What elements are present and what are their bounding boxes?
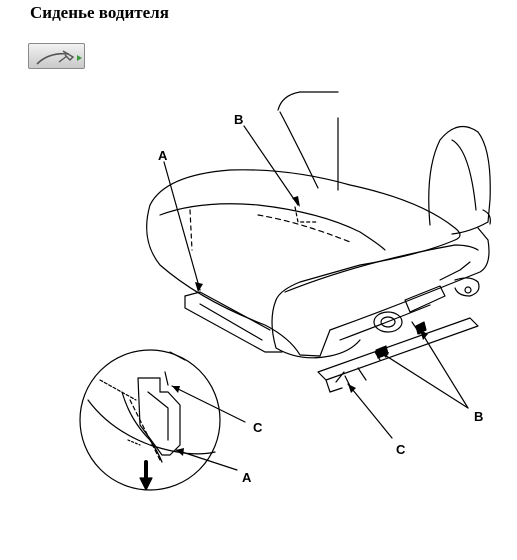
detail-inset (79, 349, 221, 491)
label-b-rail: B (474, 409, 483, 424)
leader-c-inset (171, 385, 246, 423)
floor-plate (184, 295, 283, 353)
tool-button[interactable] (28, 43, 85, 69)
leader-c-rail (347, 383, 393, 439)
seat-back-outline (277, 91, 339, 191)
label-a-inset: A (242, 470, 252, 485)
label-c-rail: C (396, 442, 406, 457)
wrench-tool-icon (36, 50, 82, 65)
seat-rail (317, 317, 479, 381)
seat-side-panel (319, 227, 490, 357)
leader-b-rail-1 (419, 329, 469, 409)
seat-cushion-outline (149, 169, 461, 301)
leader-b-top (243, 125, 299, 206)
leader-a-top (163, 161, 201, 291)
label-c-inset: C (253, 420, 263, 435)
seat-back-right (428, 125, 491, 235)
page-title: Сиденье водителя (30, 3, 169, 22)
leader-a-inset (175, 449, 238, 471)
leader-b-rail-2 (379, 351, 469, 409)
label-a-top: A (158, 148, 168, 163)
label-b-top: B (234, 112, 243, 127)
